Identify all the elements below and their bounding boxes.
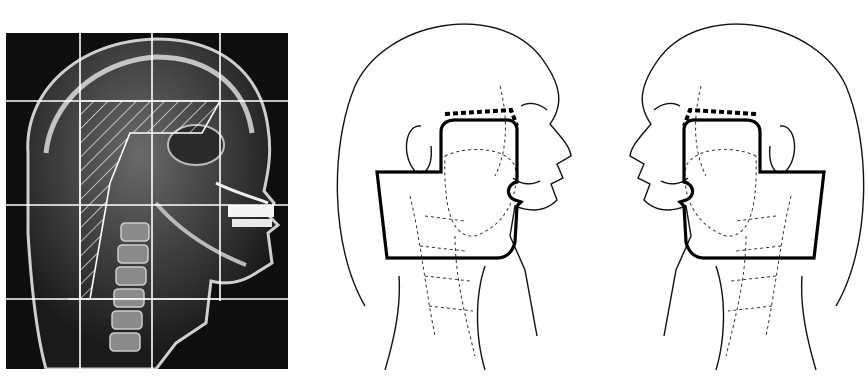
neck-back-line-mirrored (802, 276, 816, 370)
radiation-field-outline-mirrored (680, 120, 824, 258)
left-head-diagram-panel (325, 6, 593, 370)
internal-anatomy (410, 86, 516, 356)
eye-mirrored (654, 103, 680, 110)
head-drawing-facing-right (325, 6, 593, 370)
ear-mirrored (770, 126, 795, 173)
neck-front-line (478, 266, 486, 370)
right-head-diagram-panel (618, 6, 866, 370)
head-drawing-facing-left (618, 6, 866, 370)
eye (521, 103, 547, 110)
neck-back-line (385, 276, 399, 370)
teeth (228, 205, 274, 217)
xray-image (6, 33, 288, 369)
neck-front-line-mirrored (716, 266, 724, 370)
radiation-field-outline (377, 120, 521, 258)
internal-anatomy-mirrored (685, 86, 791, 356)
spinal-cord-block (445, 110, 517, 126)
ear (406, 126, 431, 173)
lateral-xray-panel (6, 33, 288, 369)
head-outline-mirrored (630, 24, 864, 336)
head-outline (337, 24, 571, 336)
spinal-cord-block-mirrored (684, 110, 756, 126)
